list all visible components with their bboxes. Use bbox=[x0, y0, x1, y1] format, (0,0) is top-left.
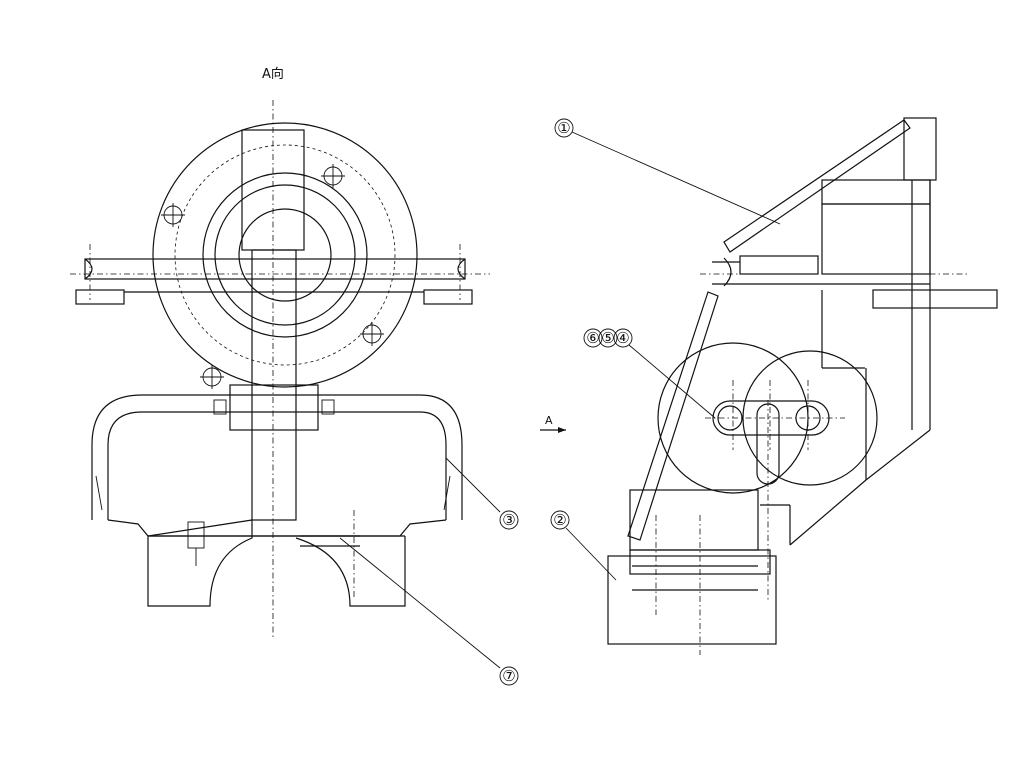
wheel-circles bbox=[152, 122, 418, 388]
rollers bbox=[657, 342, 878, 494]
arrow-label: A bbox=[545, 414, 553, 427]
slot-link bbox=[712, 400, 830, 600]
balloon-1-text: ① bbox=[557, 119, 570, 137]
base-assembly bbox=[607, 368, 931, 655]
balloon-2: ② bbox=[550, 510, 617, 581]
direction-arrow-a: A bbox=[540, 414, 566, 433]
view-label: A向 bbox=[262, 66, 284, 82]
slanted-arm bbox=[627, 291, 719, 541]
cover-plate bbox=[723, 117, 937, 430]
balloon-3-text: ③ bbox=[502, 511, 515, 529]
balloon-7: ⑦ bbox=[339, 537, 519, 686]
balloon-7-text: ⑦ bbox=[502, 667, 515, 685]
balloon-3: ③ bbox=[445, 457, 519, 530]
guide-rail bbox=[70, 244, 490, 305]
bracket-housing bbox=[91, 384, 463, 537]
balloon-4-text: ④ bbox=[616, 329, 629, 347]
balloon-5-text: ⑤ bbox=[601, 329, 614, 347]
balloon-654: ⑥ ⑤ ④ bbox=[583, 328, 716, 419]
left-view: A向 bbox=[70, 66, 519, 686]
bottom-block bbox=[147, 510, 406, 607]
balloon-2-text: ② bbox=[553, 511, 566, 529]
right-view: ① ⑥ ⑤ ④ ② bbox=[550, 117, 998, 655]
balloon-6-text: ⑥ bbox=[586, 329, 599, 347]
right-rail bbox=[700, 257, 998, 369]
bolt-holes bbox=[161, 164, 384, 389]
center-post bbox=[241, 100, 305, 640]
balloon-1: ① bbox=[554, 118, 781, 225]
